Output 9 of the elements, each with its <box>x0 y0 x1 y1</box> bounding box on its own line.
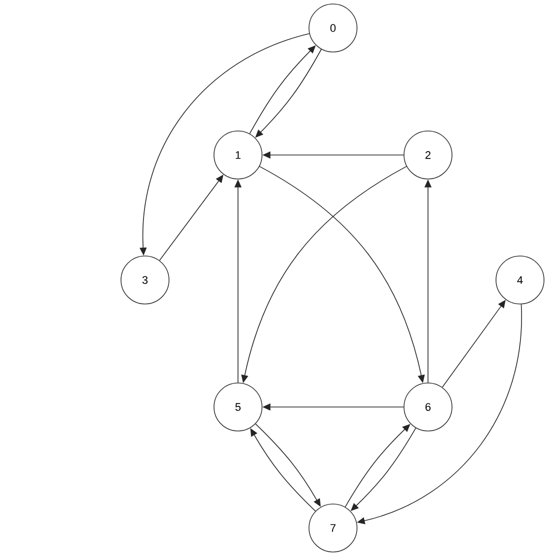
graph-node: 4 <box>496 256 544 304</box>
graph-node: 7 <box>308 504 358 552</box>
graph-node: 6 <box>404 382 452 432</box>
graph-node: 3 <box>120 256 170 304</box>
graph-node: 5 <box>214 382 262 432</box>
graph-node: 0 <box>308 4 358 52</box>
graph-node: 2 <box>404 130 452 180</box>
arrow <box>159 174 224 261</box>
graph-node: 1 <box>214 130 262 180</box>
